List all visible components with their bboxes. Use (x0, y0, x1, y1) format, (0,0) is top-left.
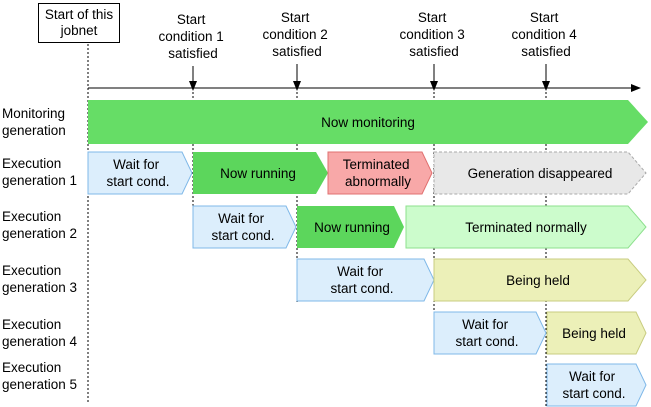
gen1-running-arrow (193, 152, 328, 194)
row-label-execution-5: Execution generation 5 (2, 360, 77, 392)
gen4-wait-arrow (433, 311, 547, 355)
gen1-wait-arrow (87, 151, 193, 195)
gen1-abnormal-label: Terminated abnormally (343, 157, 414, 189)
row-label-monitoring: Monitoring generation (2, 106, 69, 138)
gen5-wait-arrow (546, 363, 647, 407)
gen2-normal-label: Terminated normally (465, 220, 587, 235)
start-box-line2: jobnet (60, 23, 98, 38)
gen2-normal-arrow (405, 205, 647, 249)
start-box-line1: Start of this (44, 7, 114, 22)
gen5-wait-label: Wait for start cond. (562, 369, 625, 401)
gen3-held-arrow (433, 258, 647, 302)
gen2-wait-label: Wait for start cond. (211, 211, 274, 243)
gen2-running-arrow (297, 206, 404, 248)
row-label-execution-4: Execution generation 4 (2, 317, 78, 349)
condition-1-label: Start condition 1 satisfied (158, 12, 227, 61)
condition-3-label: Start condition 3 satisfied (399, 10, 468, 59)
gen4-wait-label: Wait for start cond. (455, 317, 518, 349)
gen2-wait-arrow (192, 205, 297, 249)
condition-4-label: Start condition 4 satisfied (511, 10, 580, 59)
monitoring-bar-label: Now monitoring (321, 115, 415, 130)
row-label-execution-3: Execution generation 3 (2, 263, 77, 295)
gen1-wait-label: Wait for start cond. (106, 157, 169, 189)
gen2-running-label: Now running (314, 220, 390, 235)
gen3-wait-label: Wait for start cond. (330, 264, 393, 296)
monitoring-bar (88, 100, 648, 144)
gen1-running-label: Now running (220, 166, 296, 181)
row-label-execution-1: Execution generation 1 (2, 156, 77, 188)
gen3-wait-arrow (296, 258, 435, 302)
gen4-held-arrow (546, 311, 647, 355)
gen4-held-label: Being held (562, 326, 626, 341)
gen1-disappeared-label: Generation disappeared (468, 166, 613, 181)
gen1-abnormal-arrow (327, 151, 433, 195)
gen1-disappeared-arrow (433, 151, 647, 195)
condition-2-label: Start condition 2 satisfied (262, 10, 331, 59)
start-of-jobnet-box: Start of this jobnet (38, 3, 120, 43)
gen3-held-label: Being held (506, 273, 570, 288)
row-label-execution-2: Execution generation 2 (2, 209, 77, 241)
